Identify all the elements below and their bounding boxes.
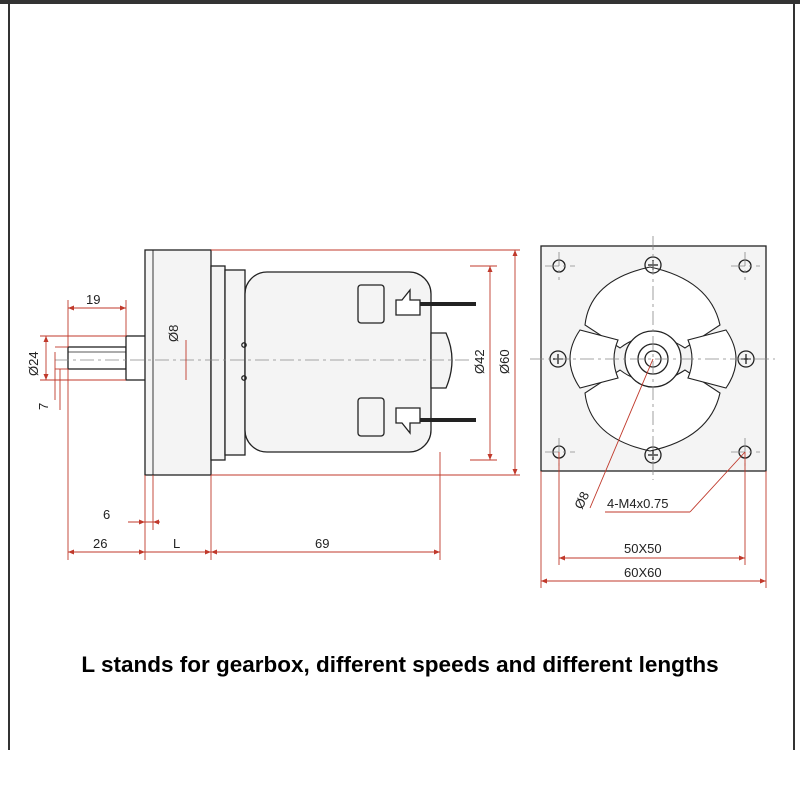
motor-rear-ring	[210, 265, 226, 461]
caption-text: L stands for gearbox, different speeds a…	[81, 652, 719, 677]
gearbox-body	[144, 249, 212, 476]
terminal-bottom	[395, 407, 421, 435]
dim-shaft-extension: 26	[93, 536, 107, 551]
technical-drawing: 19 Ø8 Ø24 7 Ø42 Ø60 6 26 L 69	[26, 236, 775, 588]
motor-can	[224, 269, 246, 456]
output-shaft	[67, 346, 127, 370]
frame-right-edge	[793, 0, 795, 750]
side-view	[67, 249, 476, 476]
dim-mount-holes: 4-M4x0.75	[607, 496, 668, 511]
rear-bearing-boss	[430, 332, 453, 389]
dim-flange-thickness: 6	[103, 507, 110, 522]
terminal-top	[395, 288, 421, 316]
front-dimension-lines	[540, 358, 767, 588]
frame-top-edge	[0, 0, 800, 4]
vent-slot-top	[357, 284, 385, 324]
front-view	[540, 245, 767, 472]
frame-left-edge	[8, 0, 10, 750]
front-arrowheads	[541, 555, 766, 584]
dim-bore-diameter: Ø8	[571, 489, 592, 511]
shaft-boss	[125, 335, 147, 381]
dim-gearbox-length: L	[173, 536, 180, 551]
dim-key-offset: 7	[36, 403, 51, 410]
dim-flange-size: 60X60	[624, 565, 662, 580]
dim-motor-length: 69	[315, 536, 329, 551]
dim-body-diameter: Ø60	[497, 349, 512, 374]
rivet	[241, 342, 247, 348]
dim-boss-diameter: Ø24	[26, 351, 41, 376]
front-center-lines	[530, 236, 775, 480]
dim-motor-diameter: Ø42	[472, 349, 487, 374]
dim-shaft-length: 19	[86, 292, 100, 307]
vent-slot-bottom	[357, 397, 385, 437]
dim-hole-spacing: 50X50	[624, 541, 662, 556]
side-arrowheads	[43, 250, 518, 555]
flange-cutout-left	[569, 329, 619, 389]
side-dimension-lines	[40, 249, 520, 560]
dim-shaft-diameter: Ø8	[166, 325, 181, 342]
rivet	[241, 375, 247, 381]
